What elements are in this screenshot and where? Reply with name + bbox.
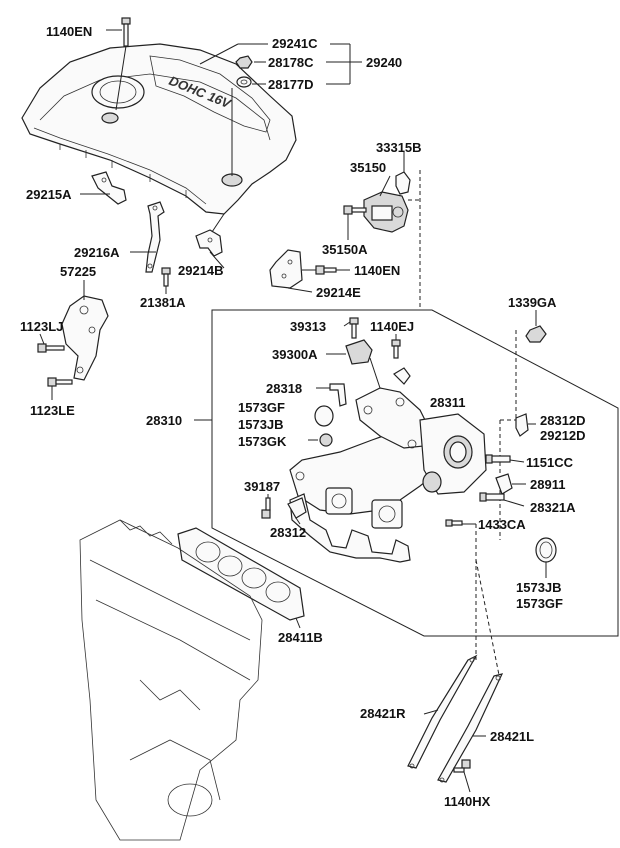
ring-1573jb [535, 537, 557, 563]
sensor-39300a [345, 339, 373, 365]
label-39187: 39187 [244, 479, 280, 494]
label-1140ej: 1140EJ [370, 319, 414, 334]
bolt-1140en-top [121, 17, 131, 47]
label-28421r: 28421R [360, 706, 406, 721]
bracket-29215a [91, 171, 127, 205]
label-28310: 28310 [146, 413, 182, 428]
label-29212d: 29212D [540, 428, 586, 443]
fitting-28312d [515, 413, 529, 437]
pipe-28321a [479, 492, 505, 502]
label-39313: 39313 [290, 319, 326, 334]
plug-1573gk [319, 433, 333, 447]
label-1573gf-a: 1573GF [238, 400, 285, 415]
label-28411b: 28411B [278, 630, 323, 645]
engine-cover: DOHC 16V [21, 43, 297, 215]
label-28312: 28312 [270, 525, 306, 540]
bolt-39313 [349, 317, 359, 339]
label-1573gf-b: 1573GF [516, 596, 563, 611]
bolt-1123le [47, 377, 73, 387]
label-29216a: 29216A [74, 245, 120, 260]
sensor-1151cc [485, 454, 511, 464]
plug-1573gf [314, 405, 334, 427]
label-28318: 28318 [266, 381, 302, 396]
nut-1339ga [525, 325, 547, 343]
label-35150: 35150 [350, 160, 386, 175]
label-1140en-mid: 1140EN [354, 263, 400, 278]
clip-manifold [393, 367, 411, 385]
label-28311: 28311 [430, 395, 465, 410]
label-39300a: 39300A [272, 347, 318, 362]
label-1123lj: 1123LJ [20, 319, 63, 334]
label-28177d: 28177D [268, 77, 314, 92]
label-28178c: 28178C [268, 55, 314, 70]
valve-28911 [495, 473, 513, 495]
valve-35150 [363, 191, 409, 233]
bolt-35150a [343, 205, 367, 215]
label-1140hx: 1140HX [444, 794, 491, 809]
nut-28178c [235, 55, 253, 69]
clip-33315b [395, 171, 411, 195]
bolt-39187 [261, 497, 271, 519]
bolt-1140hx [453, 759, 471, 773]
label-28421l: 28421L [490, 729, 534, 744]
label-29241c: 29241C [272, 36, 318, 51]
gasket-28411b [177, 527, 305, 621]
label-1573jb-b: 1573JB [516, 580, 562, 595]
label-1573gk: 1573GK [238, 434, 287, 449]
bolt-1433ca [445, 519, 463, 527]
label-28911: 28911 [530, 477, 565, 492]
pipe-28318 [329, 383, 347, 407]
label-21381a: 21381A [140, 295, 186, 310]
manifold-28311 [289, 387, 487, 563]
bracket-57225 [61, 295, 109, 381]
cylinder-head [79, 519, 263, 841]
label-1151cc: 1151CC [526, 455, 574, 470]
label-1573jb-a: 1573JB [238, 417, 284, 432]
label-29215a: 29215A [26, 187, 72, 202]
bracket-29214b [195, 229, 223, 257]
stay-29216a [145, 201, 165, 273]
label-1433ca: 1433CA [478, 517, 526, 532]
bracket-29214e [269, 249, 303, 289]
label-28321a: 28321A [530, 500, 576, 515]
stay-28421r [407, 654, 478, 769]
bolt-21381a [161, 267, 171, 287]
bolt-1123lj [37, 343, 65, 353]
label-1140en-top: 1140EN [46, 24, 92, 39]
label-1123le: 1123LE [30, 403, 75, 418]
bracket-28312 [287, 497, 307, 519]
bolt-1140en-mid [315, 265, 337, 275]
label-29214e: 29214E [316, 285, 361, 300]
label-29214b: 29214B [178, 263, 224, 278]
label-28312d: 28312D [540, 413, 586, 428]
label-33315b: 33315B [376, 140, 422, 155]
label-1339ga: 1339GA [508, 295, 557, 310]
washer-28177d [236, 76, 252, 88]
label-57225: 57225 [60, 264, 96, 279]
bolt-1140ej [391, 339, 401, 359]
label-35150a: 35150A [322, 242, 368, 257]
label-29240: 29240 [366, 55, 402, 70]
stay-28421l [437, 673, 504, 783]
